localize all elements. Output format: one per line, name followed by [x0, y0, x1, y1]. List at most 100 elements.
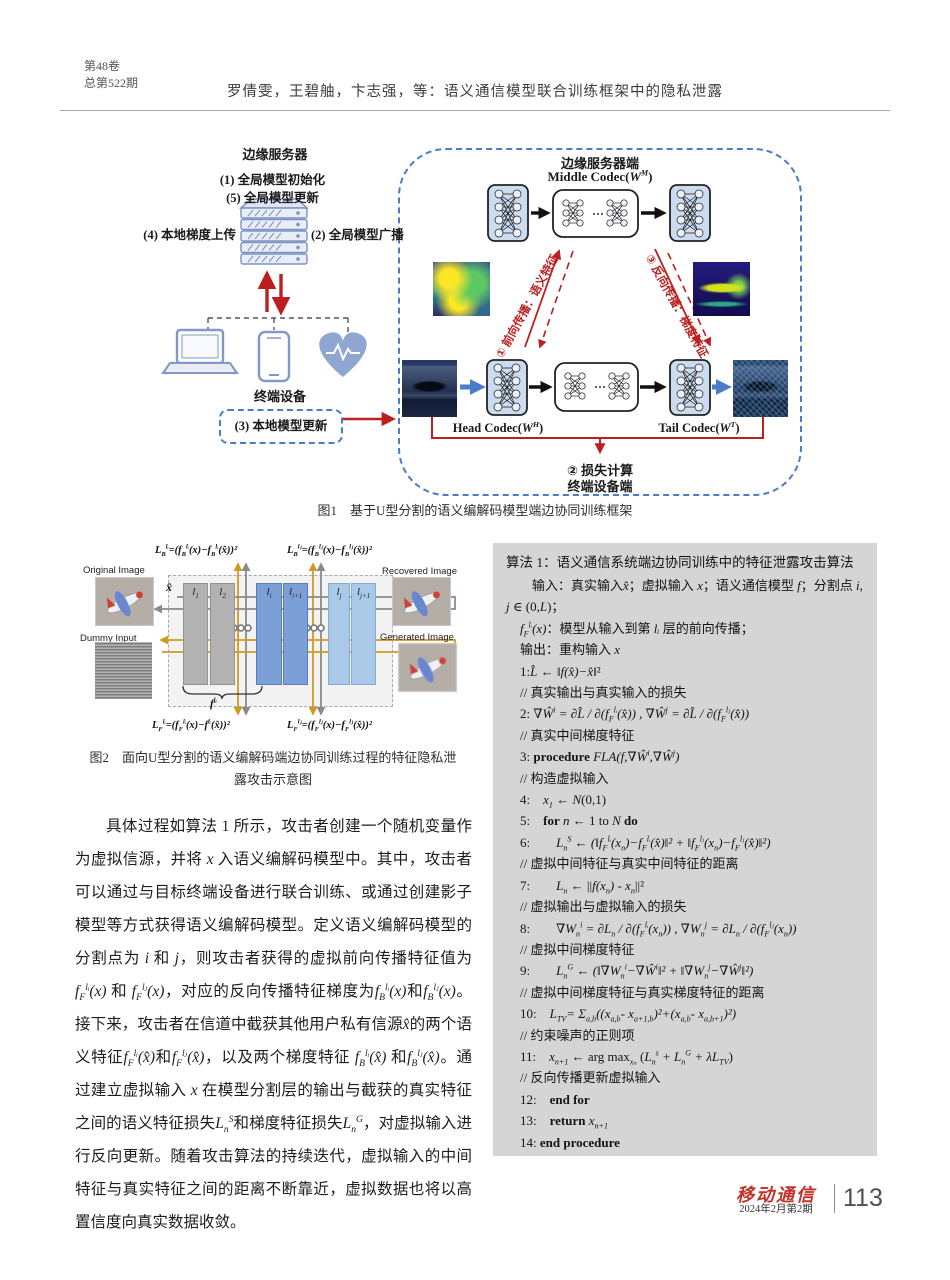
- health-device-icon: [319, 332, 367, 377]
- layer-bar-lj1: lj+1: [351, 583, 376, 685]
- step2-label: (2) 全局模型广播: [311, 228, 404, 242]
- layer-label: lj: [336, 586, 342, 601]
- loss-path: [431, 417, 764, 455]
- reconstructed-image: [733, 360, 788, 417]
- algorithm-line: 6: LnS ← (‖fFlᵢ(xn)−fFlᵢ(x̂)‖² + ‖fFlⱼ(x…: [520, 834, 771, 853]
- body-paragraph: 具体过程如算法 1 所示，攻击者创建一个随机变量作为虚拟信源，并将 x 入语义编…: [75, 818, 472, 1231]
- figure1-graphics: [161, 184, 764, 455]
- layer-bar-lj: lj: [328, 583, 350, 685]
- device-connectors: [207, 317, 349, 333]
- algorithm-line: 输入：真实输入x̂；虚拟输入 x；语义通信模型 f；分割点 i, j ∈ (0,…: [506, 578, 863, 615]
- algorithm-line: 1:L̂ ← ‖f(x̂)−x̂‖²: [520, 663, 601, 679]
- head-codec-label: Head Codec(WH): [452, 419, 544, 435]
- edge-server-label: 边缘服务器: [242, 147, 308, 162]
- figure1-caption: 图1 基于U型分割的语义编解码模型端边协同训练框架: [317, 503, 633, 518]
- x-hat-label: x̂: [166, 580, 172, 594]
- head-tail-codec-row: [460, 359, 732, 416]
- server-icon: [239, 198, 309, 265]
- forward-backward-arrows: [524, 248, 712, 349]
- algorithm-line: 输出：重构输入 x: [520, 642, 621, 658]
- dummy-input-image: [95, 642, 152, 699]
- original-image-label: Original Image: [83, 565, 145, 576]
- algorithm-line: // 真实输出与真实输入的损失: [520, 685, 687, 701]
- step1-label: (1) 全局模型初始化: [219, 173, 326, 187]
- footer-divider: [834, 1184, 835, 1213]
- terminal-side-label: 终端设备端: [567, 479, 633, 494]
- algorithm-line: 8: ∇Wni = ∂Ln / ∂(fFlᵢ(xn)) , ∇Wnj = ∂Ln…: [520, 920, 797, 939]
- backward-loss-formula-j: LBlⱼ=(fBlⱼ(x)−fBlⱼ(x̂))²: [287, 543, 372, 559]
- algorithm-line: // 虚拟输出与虚拟输入的损失: [520, 899, 687, 915]
- upload-download-arrows: [257, 270, 291, 316]
- step3-label: (3) 本地模型更新: [234, 419, 328, 433]
- middle-codec-label: Middle Codec(WM): [547, 168, 653, 184]
- tail-codec-label: Tail Codec(WT): [658, 419, 740, 435]
- original-image: [95, 577, 154, 626]
- algorithm-lines: 输入：真实输入x̂；虚拟输入 x；语义通信模型 f；分割点 i, j ∈ (0,…: [506, 575, 864, 1153]
- layer-label: lj+1: [357, 586, 370, 601]
- loss-computation-label: ② 损失计算: [566, 463, 634, 478]
- algorithm-line: 4: x1 ← N(0,1): [520, 792, 607, 810]
- middle-codec-row: [487, 184, 711, 242]
- figure2-caption: 图2 面向U型分割的语义编解码端边协同训练过程的特征隐私泄 露攻击示意图: [75, 747, 471, 791]
- algorithm-line: // 真实中间梯度特征: [520, 727, 635, 743]
- algorithm-box: 算法 1：语义通信系统端边协同训练中的特征泄露攻击算法 输入：真实输入x̂；虚拟…: [493, 543, 877, 1156]
- algorithm-line: 7: Ln ← ||f(xn) - xn||²: [520, 877, 644, 896]
- page-number: 113: [843, 1184, 883, 1212]
- journal-logo: 移动通信: [736, 1185, 816, 1205]
- step3-box: (3) 本地模型更新: [219, 409, 343, 444]
- figure2-caption-line2: 露攻击示意图: [233, 772, 312, 787]
- layer-bar-li: li: [256, 583, 282, 685]
- figure1: 边缘服务器 (1) 全局模型初始化 (5) 全局模型更新 (4) 本地梯度上传 …: [0, 128, 950, 506]
- layer-label: l2: [219, 586, 226, 601]
- algorithm-line: 12: end for: [520, 1091, 590, 1107]
- forward-loss-formula-i: LFlᵢ=(fFlᵢ(x)−flᵢ(x̂))²: [152, 718, 230, 734]
- layer-label: li+1: [289, 586, 302, 601]
- layer-bar-li1: li+1: [283, 583, 308, 685]
- dummy-input-label: Dummy Input: [80, 633, 137, 644]
- algorithm-line: 9: LnG ← (‖∇Wni−∇Ŵi‖² + ‖∇Wnj−∇Ŵj‖²): [520, 962, 754, 981]
- algorithm-line: // 约束噪声的正则项: [520, 1027, 635, 1043]
- laptop-icon: [161, 328, 239, 374]
- step4-label: (4) 本地梯度上传: [143, 228, 236, 242]
- gradient-feature-map: [693, 262, 750, 316]
- header-volume-block: 第48卷 总第522期: [84, 58, 138, 92]
- algorithm-line: 5: for n ← 1 to N do: [520, 813, 638, 829]
- algorithm-line: // 虚拟中间梯度特征与真实梯度特征的距离: [520, 984, 765, 1000]
- figure2-caption-line1: 图2 面向U型分割的语义编解码端边协同训练过程的特征隐私泄: [89, 750, 457, 765]
- algorithm-line: // 构造虚拟输入: [520, 770, 609, 786]
- algorithm-line: 3: procedure FLA(f,∇Ŵi,∇Ŵj): [520, 748, 680, 765]
- head-layers-brace: [182, 685, 263, 700]
- forward-loss-formula-j: LFlⱼ=(fFlⱼ(x)−fFlⱼ(x̂))²: [287, 718, 372, 734]
- algorithm-line: 14: end procedure: [520, 1134, 620, 1150]
- issue-no: 总第522期: [84, 76, 139, 90]
- semantic-feature-map: [433, 262, 490, 316]
- recovered-image-label: Recovered Image: [382, 566, 457, 577]
- backward-loss-formula-i: LBlᵢ=(fBlᵢ(x)−fBlᵢ(x̂))²: [155, 543, 238, 559]
- recovered-image: [392, 577, 451, 626]
- layer-label: l1: [192, 586, 199, 601]
- generated-image: [398, 643, 457, 692]
- layer-label: li: [266, 586, 272, 601]
- figure2: l1 l2 li li+1 lj lj+1 LBlᵢ=(fBlᵢ(x)−fBlᵢ…: [0, 540, 475, 745]
- algorithm-title: 算法 1：语义通信系统端边协同训练中的特征泄露攻击算法: [506, 555, 854, 570]
- algorithm-line: 10: LTV= Σa,b((xa,b- xa+1,b)²+(xa,b- xa,…: [520, 1006, 737, 1024]
- algorithm-line: 2: ∇Ŵi = ∂L̂ / ∂(fFlᵢ(x̂)) , ∇Ŵj = ∂L̂ /…: [520, 706, 750, 725]
- algorithm-line: // 虚拟中间梯度特征: [520, 941, 635, 957]
- volume: 第48卷: [84, 59, 121, 73]
- step5-label: (5) 全局模型更新: [226, 191, 319, 205]
- edge-frame: [398, 148, 802, 496]
- algorithm-line: fFlᵢ(x)：模型从输入到第 lᵢ 层的前向传播；: [520, 620, 754, 639]
- input-image: [402, 360, 457, 417]
- layer-bar-l1: l1: [183, 583, 208, 685]
- phone-icon: [257, 330, 291, 383]
- footer-issue-date: 2024年2月第2期: [739, 1204, 813, 1215]
- running-title: 罗倩雯，王碧舳，卞志强，等：语义通信模型联合训练框架中的隐私泄露: [227, 84, 723, 100]
- algorithm-line: // 反向传播更新虚拟输入: [520, 1070, 661, 1086]
- terminal-devices-label: 终端设备: [253, 389, 306, 404]
- algorithm-line: 11: xn+1 ← arg maxxₙ (Lns + LnG + λLTV): [520, 1048, 733, 1067]
- f-li-label: flᵢ: [210, 697, 217, 710]
- algorithm-line: // 虚拟中间特征与真实中间特征的距离: [520, 856, 739, 872]
- generated-image-label: Generated Image: [380, 632, 454, 643]
- header-rule: [60, 110, 890, 111]
